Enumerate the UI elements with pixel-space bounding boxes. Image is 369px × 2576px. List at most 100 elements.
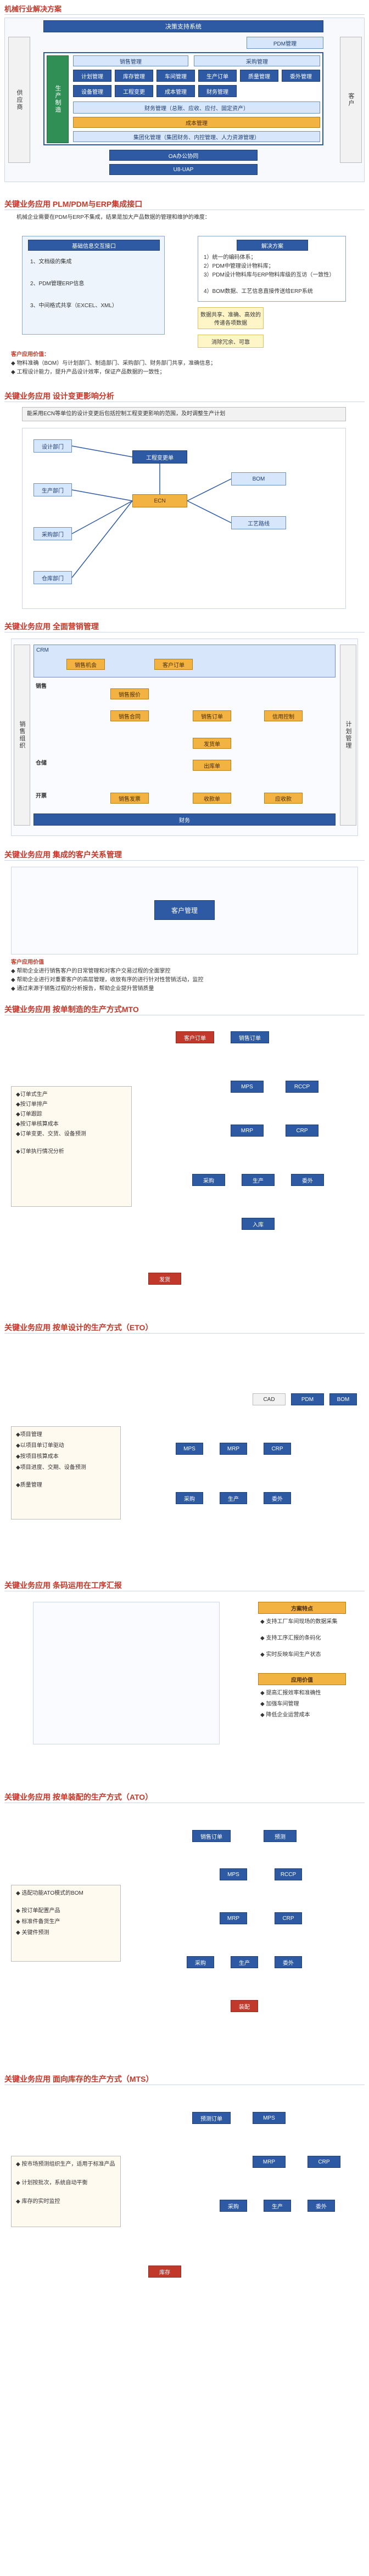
ato-diagram: ◆ 选配功能ATO模式的BOM ◆ 按订单配置产品 ◆ 标准件备货生产 ◆ 关键… [11, 1808, 358, 2038]
ato-node-5: MRP [220, 1912, 247, 1924]
ato-node-2: 预测 [264, 1830, 297, 1842]
module-8: 工程变更 [115, 85, 153, 97]
barcode-side: 方案特点 ◆ 支持工厂车间现场的数据采集 ◆ 支持工序汇报的条码化 ◆ 实时反映… [258, 1602, 346, 1744]
mk-box-3: 销售报价 [110, 688, 149, 699]
barcode-heading: 关键业务应用 条码运用在工序汇报 [4, 1581, 122, 1590]
customer-value-1: ◆ 帮助企业进行销售客户的日常管理和对客户交易过程的全面掌控 [11, 968, 171, 974]
plm-left-item-2: 2、PDM管理ERP信息 [30, 281, 85, 287]
purchase-col: 采购管理 [194, 55, 320, 66]
plm-left-item-1: 1、文档级的集成 [30, 259, 72, 265]
mts-node-6: 生产 [264, 2200, 291, 2212]
finance-lane: 财务 [33, 814, 336, 826]
customer-value-2: ◆ 帮助企业进行对重要客户的高层管理，收放有序的进行针对性营销活动，监控 [11, 977, 204, 983]
eto-notes: ◆项目管理 ◆以项目单订单驱动 ◆按项目核算成本 ◆项目进度、交期、设备预测 ◆… [11, 1426, 121, 1519]
mk-box-1: 销售机会 [66, 659, 105, 670]
barcode-diagram [33, 1602, 220, 1744]
mto-node-2: 销售订单 [231, 1031, 269, 1043]
customer-divider [4, 860, 365, 861]
mk-box-8: 销售发票 [110, 793, 149, 804]
change-ecn-order: 工程变更单 [132, 450, 187, 464]
eto-node-7: 采购 [176, 1492, 203, 1504]
mto-note-6: ◆订单执行情况分析 [16, 1149, 64, 1155]
mto-node-11: 发货 [148, 1273, 181, 1285]
ato-heading: 关键业务应用 按单装配的生产方式（ATO） [4, 1793, 153, 1801]
change-ecn: ECN [132, 494, 187, 507]
eto-note-1: ◆项目管理 [16, 1432, 42, 1438]
ato-node-4: RCCP [275, 1868, 302, 1880]
group-line: 集团化管理（集团财务、内控管理、人力资源管理） [73, 131, 320, 142]
mts-node-4: CRP [308, 2156, 340, 2168]
architecture-diagram: 决策支持系统 供应商 客户 PDM管理 生产制造 销售管理 采购管理 计划管理 … [4, 18, 365, 182]
mk-box-10: 应收款 [264, 793, 303, 804]
eto-node-2: PDM [291, 1393, 324, 1405]
mts-node-5: 采购 [220, 2200, 247, 2212]
mts-diagram: ◆ 按市场预测组织生产，适用于标准产品 ◆ 计划按批次，系统自动平衡 ◆ 库存的… [11, 2090, 358, 2320]
marketing-diagram: 销售组织 计划管理 CRM 销售 仓储 开票 销售机会 客户订单 销售报价 销售… [11, 639, 358, 836]
ato-node-3: MPS [220, 1868, 247, 1880]
plm-value-2: ◆ 工程设计能力，提升产品设计效率，保证产品数据的一致性； [11, 369, 165, 375]
marketing-right-label: 计划管理 [340, 645, 356, 826]
mto-node-6: CRP [286, 1125, 318, 1137]
plm-left-item-3: 3、中间格式共享（EXCEL、XML） [30, 303, 118, 309]
change-lane-3: 采购部门 [33, 527, 72, 540]
eto-note-3: ◆按项目核算成本 [16, 1454, 59, 1460]
mts-node-7: 委外 [308, 2200, 335, 2212]
customer-value-3: ◆ 通过来源于销售过程的分析报告，帮助企业提升营销质量 [11, 986, 154, 992]
marketing-left-label: 销售组织 [14, 645, 30, 826]
eto-node-1: CAD [253, 1393, 286, 1405]
plm-right-item-2: 2）PDM中管理设计物料库； [204, 263, 274, 269]
ato-node-8: 生产 [231, 1956, 258, 1968]
title-divider [4, 14, 365, 15]
module-9: 成本管理 [156, 85, 195, 97]
eto-node-6: CRP [264, 1443, 291, 1455]
mto-diagram: ◆订单式生产 ◆按订单排产 ◆订单跟踪 ◆按订单核算成本 ◆订单变更、交货、设备… [11, 1020, 358, 1317]
mk-box-4: 销售合同 [110, 710, 149, 721]
mto-note-3: ◆订单跟踪 [16, 1111, 42, 1117]
mto-note-4: ◆按订单核算成本 [16, 1121, 59, 1127]
barcode-side-3: ◆ 实时反映车间生产状态 [260, 1652, 321, 1658]
barcode-side-2: ◆ 支持工序汇报的条码化 [260, 1635, 321, 1641]
decision-support: 决策支持系统 [43, 20, 323, 32]
mk-box-11: 信用控制 [264, 710, 303, 721]
plm-right-title: 解决方案 [237, 240, 308, 251]
mk-box-5: 销售订单 [193, 710, 231, 721]
plm-right-item-4: 4）BOM数据、工艺信息直接传送给ERP系统 [204, 289, 313, 295]
mto-node-10: 入库 [242, 1218, 275, 1230]
eto-heading: 关键业务应用 按单设计的生产方式（ETO） [4, 1323, 153, 1332]
barcode-value-3: ◆ 降低企业运营成本 [260, 1712, 310, 1718]
change-arrows [71, 445, 232, 578]
uap-bar: U8-UAP [109, 164, 258, 175]
customer-center: 客户管理 [154, 900, 215, 920]
ato-note-1: ◆ 选配功能ATO模式的BOM [16, 1890, 83, 1896]
barcode-side-title: 方案特点 [258, 1602, 346, 1614]
mto-node-4: RCCP [286, 1081, 318, 1093]
mto-note-2: ◆按订单排产 [16, 1101, 48, 1108]
eto-divider [4, 1333, 365, 1334]
lane-warehouse: 仓储 [36, 760, 47, 766]
barcode-value-1: ◆ 提高汇报效率和准确性 [260, 1690, 321, 1696]
mk-box-7: 出库单 [193, 760, 231, 771]
sales-col: 销售管理 [73, 55, 188, 66]
mts-node-3: MRP [253, 2156, 286, 2168]
plm-heading: 关键业务应用 PLM/PDM与ERP集成接口 [4, 200, 143, 208]
marketing-heading: 关键业务应用 全面营销管理 [4, 622, 99, 631]
eto-note-5: ◆质量管理 [16, 1482, 42, 1488]
eto-node-8: 生产 [220, 1492, 247, 1504]
mts-node-2: MPS [253, 2112, 286, 2124]
ato-note-4: ◆ 关键件预测 [16, 1930, 49, 1936]
plm-left-title: 基础信息交互接口 [28, 240, 160, 251]
mto-note-1: ◆订单式生产 [16, 1092, 48, 1098]
eto-node-5: MRP [220, 1443, 247, 1455]
customer-value-title: 客户应用价值 [11, 959, 44, 965]
ato-notes: ◆ 选配功能ATO模式的BOM ◆ 按订单配置产品 ◆ 标准件备货生产 ◆ 关键… [11, 1885, 121, 1962]
mk-box-2: 客户订单 [154, 659, 193, 670]
barcode-value-2: ◆ 加强车间管理 [260, 1701, 299, 1707]
mto-node-3: MPS [231, 1081, 264, 1093]
mts-heading: 关键业务应用 面向库存的生产方式（MTS） [4, 2075, 154, 2083]
plm-box-b: 消除冗余、可靠 [198, 335, 264, 348]
plm-left-panel: 基础信息交互接口 1、文档级的集成 2、PDM管理ERP信息 3、中间格式共享（… [22, 236, 165, 335]
lane-invoice: 开票 [36, 793, 47, 799]
mts-notes: ◆ 按市场预测组织生产，适用于标准产品 ◆ 计划按批次，系统自动平衡 ◆ 库存的… [11, 2156, 121, 2227]
ato-node-9: 委外 [275, 1956, 302, 1968]
